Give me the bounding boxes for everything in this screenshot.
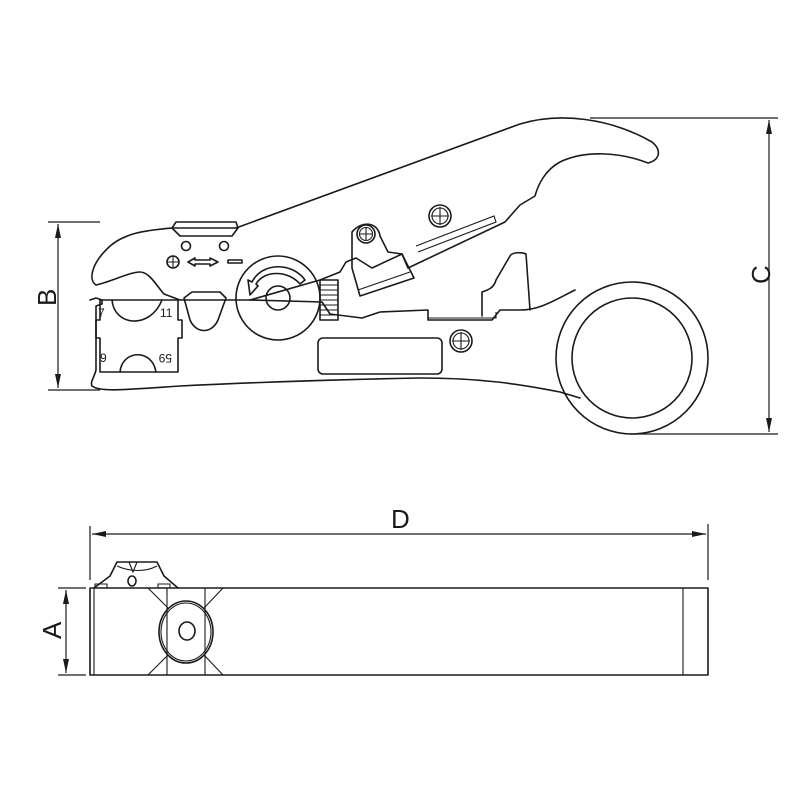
die-marking-7: 7 xyxy=(98,306,105,320)
screw-bracket-icon xyxy=(356,224,376,244)
die-marking-11: 11 xyxy=(160,306,173,320)
dimension-c: C xyxy=(590,117,778,435)
screw-body-icon xyxy=(449,329,473,353)
spring-coil xyxy=(319,279,339,321)
top-wheel xyxy=(158,600,214,664)
cutter-bracket xyxy=(351,223,415,297)
double-arrow-icon xyxy=(187,257,219,267)
trigger-base xyxy=(428,312,497,319)
dimension-label-c: C xyxy=(746,265,776,284)
top-wheel-hub xyxy=(178,621,196,641)
adjustment-wheel[interactable] xyxy=(235,255,321,341)
dimension-label-d: D xyxy=(391,504,410,534)
blade-wedge xyxy=(183,291,227,332)
head-jaw xyxy=(91,227,251,301)
finger-ring-inner xyxy=(571,297,693,419)
slider-rail xyxy=(415,215,497,253)
wheel-diagonals xyxy=(147,587,224,676)
adjust-screw-icon xyxy=(166,255,180,269)
lower-body-top xyxy=(249,289,576,321)
die-cutout-top xyxy=(111,299,163,322)
pin-hole-right xyxy=(218,240,230,252)
rotate-arrow-icon xyxy=(247,266,306,296)
indicator-dash xyxy=(227,259,243,264)
lower-body xyxy=(89,297,581,399)
die-marking-59: 59 xyxy=(158,351,172,365)
top-head-hole xyxy=(127,575,137,587)
dimension-a: A xyxy=(37,587,86,676)
side-view: 7 11 9 59 xyxy=(89,117,709,435)
trigger-tab xyxy=(481,251,531,317)
die-marking-9: 9 xyxy=(100,351,107,365)
dimension-b: B xyxy=(32,221,100,391)
dimension-label-b: B xyxy=(32,289,62,306)
top-view xyxy=(89,561,709,676)
top-body xyxy=(89,587,709,676)
top-head-feet xyxy=(94,583,171,588)
die-cutout-bottom xyxy=(119,354,157,373)
finger-ring-outer xyxy=(555,281,709,435)
pin-hole-left xyxy=(180,240,192,252)
wheel-hub xyxy=(265,285,291,311)
head-ridge xyxy=(171,221,239,237)
bracket-inner-line xyxy=(357,271,411,291)
upper-lever xyxy=(235,117,660,301)
gauge-die xyxy=(95,299,183,373)
dimension-d: D xyxy=(89,504,709,580)
wheel-slot-lines xyxy=(166,588,206,675)
dimension-label-a: A xyxy=(37,621,67,639)
top-head-detail xyxy=(116,561,158,574)
label-plate xyxy=(317,337,443,375)
top-end-lines xyxy=(93,588,684,675)
screw-lever-icon xyxy=(428,204,452,228)
